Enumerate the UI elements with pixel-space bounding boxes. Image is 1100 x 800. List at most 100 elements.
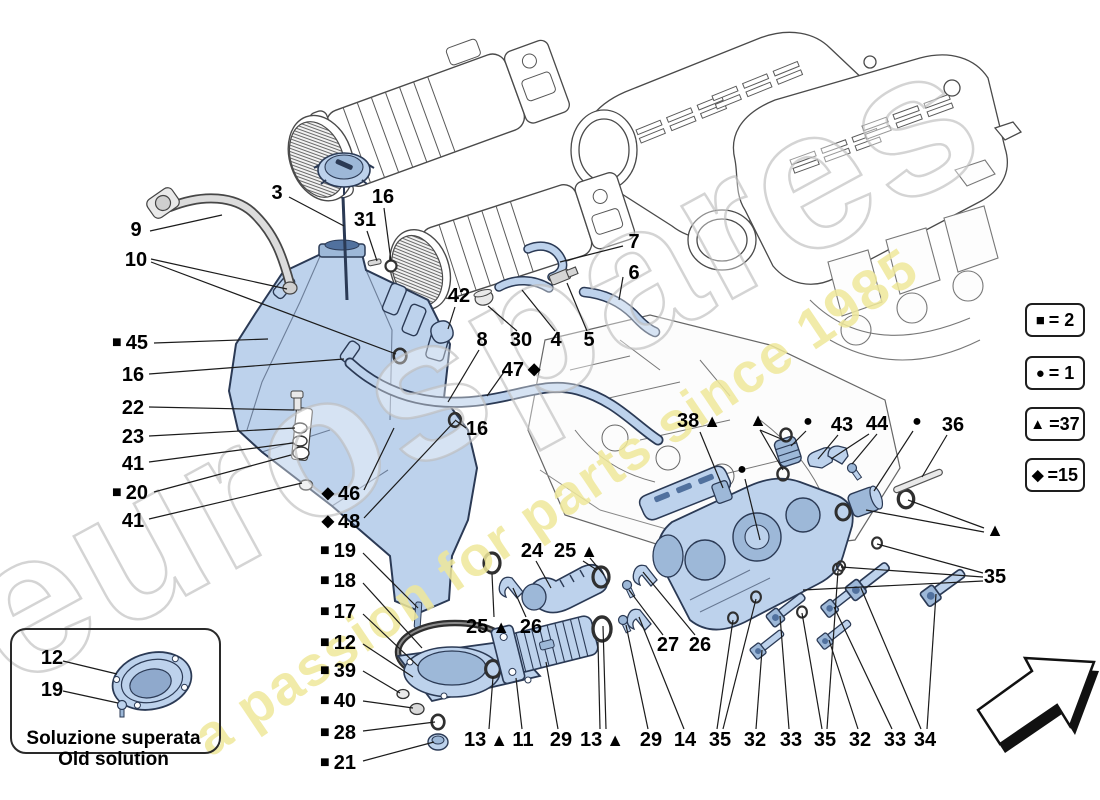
callout-12[interactable]: 12 (41, 648, 63, 668)
callout-38[interactable]: 38▲ (677, 411, 721, 431)
part-number: 26 (688, 634, 712, 656)
callout-19[interactable]: ■19 (320, 541, 356, 561)
callout-35[interactable]: 35 (814, 730, 836, 750)
callout-26[interactable]: 26 (689, 635, 711, 655)
callout-22[interactable]: 22 (122, 398, 144, 418)
callout-10[interactable]: 10 (125, 250, 147, 270)
square-icon: ■ (320, 603, 330, 620)
air-flow-meter-lower (388, 172, 636, 311)
callout-31[interactable]: 31 (354, 210, 376, 230)
callout-18[interactable]: ■18 (320, 571, 356, 591)
callout-33[interactable]: 33 (884, 730, 906, 750)
callout-3[interactable]: 3 (271, 183, 282, 203)
part-number: 20 (125, 482, 148, 504)
legend-diamond: ◆=15 (1025, 458, 1085, 492)
callout-7[interactable]: 7 (628, 232, 639, 252)
callout-8[interactable]: 8 (476, 330, 487, 350)
callout-14[interactable]: 14 (674, 730, 696, 750)
callout-41[interactable]: 41 (122, 454, 144, 474)
callout-19[interactable]: 19 (41, 680, 63, 700)
callout-42[interactable]: 42 (448, 286, 470, 306)
callout-29[interactable]: 29 (550, 730, 572, 750)
callout-48[interactable]: ◆48 (322, 512, 361, 532)
square-icon: ■ (1035, 311, 1045, 329)
callout-26[interactable]: 26 (520, 617, 542, 637)
part-number: 13 (579, 729, 603, 751)
callout-34[interactable]: 34 (914, 730, 936, 750)
part-number: 44 (865, 413, 889, 435)
callout-13[interactable]: 13▲ (580, 730, 624, 750)
callout-25[interactable]: 25▲ (466, 617, 510, 637)
diamond-icon: ◆ (1031, 466, 1044, 484)
part-number: 35 (708, 729, 732, 751)
callout-circle[interactable]: ● (737, 462, 747, 478)
part-number: 9 (130, 219, 142, 241)
part-number: 16 (371, 186, 395, 208)
legend-circle: ●= 1 (1025, 356, 1085, 390)
callout-13[interactable]: 13▲ (464, 730, 508, 750)
callout-43[interactable]: 43 (831, 415, 853, 435)
square-icon: ■ (320, 572, 330, 589)
square-icon: ■ (320, 692, 330, 709)
callout-17[interactable]: ■17 (320, 602, 356, 622)
square-icon: ■ (320, 662, 330, 679)
part-number: 21 (333, 752, 356, 774)
callout-30[interactable]: 30 (510, 330, 532, 350)
callout-5[interactable]: 5 (583, 330, 594, 350)
callout-45[interactable]: ■45 (112, 333, 148, 353)
part-number: 11 (512, 729, 534, 751)
intake-runners (809, 159, 999, 361)
diamond-icon: ◆ (527, 361, 541, 378)
callout-47[interactable]: 47◆ (502, 360, 541, 380)
triangle-icon: ▲ (749, 410, 767, 430)
callout-46[interactable]: ◆46 (322, 484, 361, 504)
callout-20[interactable]: ■20 (112, 483, 148, 503)
callout-16[interactable]: 16 (466, 419, 488, 439)
part-number: 16 (121, 364, 145, 386)
callout-35[interactable]: 35 (709, 730, 731, 750)
callout-12[interactable]: ■12 (320, 633, 356, 653)
callout-27[interactable]: 27 (657, 635, 679, 655)
circle-icon: ● (1035, 364, 1045, 382)
callout-44[interactable]: 44 (866, 414, 888, 434)
callout-triangle[interactable]: ▲ (986, 521, 1004, 539)
callout-35[interactable]: 35 (984, 567, 1006, 587)
callout-circle[interactable]: ● (912, 414, 922, 430)
square-icon: ■ (112, 484, 122, 501)
callout-16[interactable]: 16 (122, 365, 144, 385)
callout-circle[interactable]: ● (803, 414, 813, 430)
legend-square: ■= 2 (1025, 303, 1085, 337)
callout-21[interactable]: ■21 (320, 753, 356, 773)
callout-23[interactable]: 23 (122, 427, 144, 447)
legend-count: =15 (1047, 464, 1079, 485)
callout-36[interactable]: 36 (942, 415, 964, 435)
circle-icon: ● (912, 413, 922, 430)
callout-24[interactable]: 24 (521, 541, 543, 561)
square-icon: ■ (320, 634, 330, 651)
callout-29[interactable]: 29 (640, 730, 662, 750)
callout-32[interactable]: 32 (849, 730, 871, 750)
callout-41[interactable]: 41 (122, 511, 144, 531)
callout-9[interactable]: 9 (130, 220, 141, 240)
legend-count: = 1 (1048, 362, 1075, 383)
part-number: 10 (124, 249, 148, 271)
callout-39[interactable]: ■39 (320, 661, 356, 681)
callout-40[interactable]: ■40 (320, 691, 356, 711)
callout-16[interactable]: 16 (372, 187, 394, 207)
callout-triangle[interactable]: ▲ (749, 411, 767, 429)
part-number: 12 (40, 647, 64, 669)
callout-6[interactable]: 6 (628, 263, 639, 283)
part-number: 33 (779, 729, 803, 751)
callout-32[interactable]: 32 (744, 730, 766, 750)
callout-33[interactable]: 33 (780, 730, 802, 750)
part-number: 4 (550, 329, 562, 351)
part-number: 38 (676, 410, 700, 432)
callout-25[interactable]: 25▲ (554, 541, 598, 561)
callout-28[interactable]: ■28 (320, 723, 356, 743)
square-icon: ■ (320, 542, 330, 559)
breather-pipe (482, 551, 658, 685)
callout-4[interactable]: 4 (550, 330, 561, 350)
old-solution-part (111, 651, 193, 718)
callout-11[interactable]: 11 (512, 730, 533, 750)
